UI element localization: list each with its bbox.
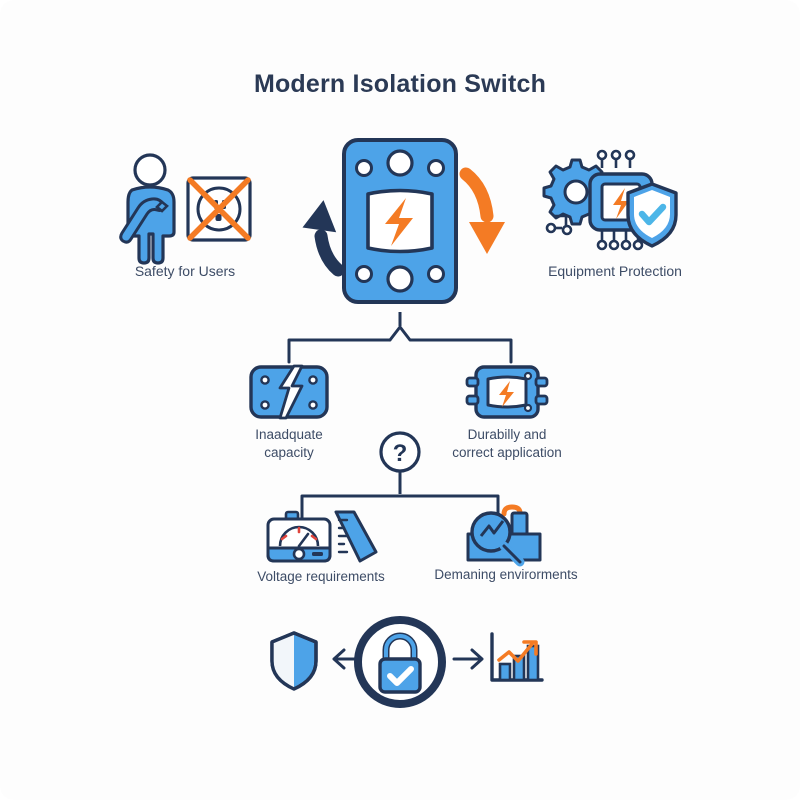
- cracked-bolt-device-icon: [249, 364, 329, 420]
- curved-arrow-down-right-icon: [458, 167, 514, 268]
- bottom-shield-icon: [268, 630, 320, 691]
- question-mark-glyph: ?: [393, 440, 408, 467]
- bracket-connector-upper: [280, 312, 520, 364]
- worker-with-wrench-icon: [119, 153, 252, 265]
- voltage-requirements-label: Voltage requirements: [257, 569, 385, 584]
- isolation-switch-group: [340, 136, 460, 306]
- isolation-switch-icon: [342, 138, 458, 304]
- shield-check-icon: [626, 182, 678, 248]
- crossed-out-socket-icon: [187, 177, 251, 241]
- voltmeter-and-ruler-icon: [266, 510, 378, 563]
- safety-for-users-group: Safety for Users: [110, 150, 260, 279]
- growth-bar-chart-icon: [488, 632, 544, 686]
- demanding-environments-group: Demaning envirorments: [434, 504, 578, 582]
- switch-module-icon: [465, 365, 549, 419]
- question-mark-circle-icon: ?: [378, 430, 422, 496]
- curved-arrow-up-left-icon: [292, 178, 345, 277]
- voltage-requirements-group: Voltage requirements: [257, 508, 385, 584]
- bracket-connector-lower: [300, 492, 500, 520]
- circuit-traces-icon: [545, 149, 644, 251]
- equipment-protection-group: Equipment Protection: [540, 149, 690, 279]
- durability-label: Durabilly and correct application: [452, 427, 562, 461]
- equipment-protection-label: Equipment Protection: [548, 263, 682, 279]
- inadequate-capacity-group: Inaadquate capacity: [248, 364, 330, 460]
- safety-for-users-label: Safety for Users: [134, 263, 236, 279]
- magnifier-factory-icon: [466, 504, 542, 567]
- ruler-icon: [334, 510, 378, 563]
- demanding-environments-label: Demaning envirorments: [434, 567, 578, 582]
- page-title: Modern Isolation Switch: [253, 70, 547, 98]
- lightning-bolt-icon: [385, 198, 413, 246]
- durability-group: Durabilly and correct application: [452, 364, 562, 460]
- inadequate-capacity-label: Inaadquate capacity: [255, 427, 323, 461]
- lock-check-circle-icon: [352, 614, 448, 710]
- arrow-right-icon: [452, 645, 486, 673]
